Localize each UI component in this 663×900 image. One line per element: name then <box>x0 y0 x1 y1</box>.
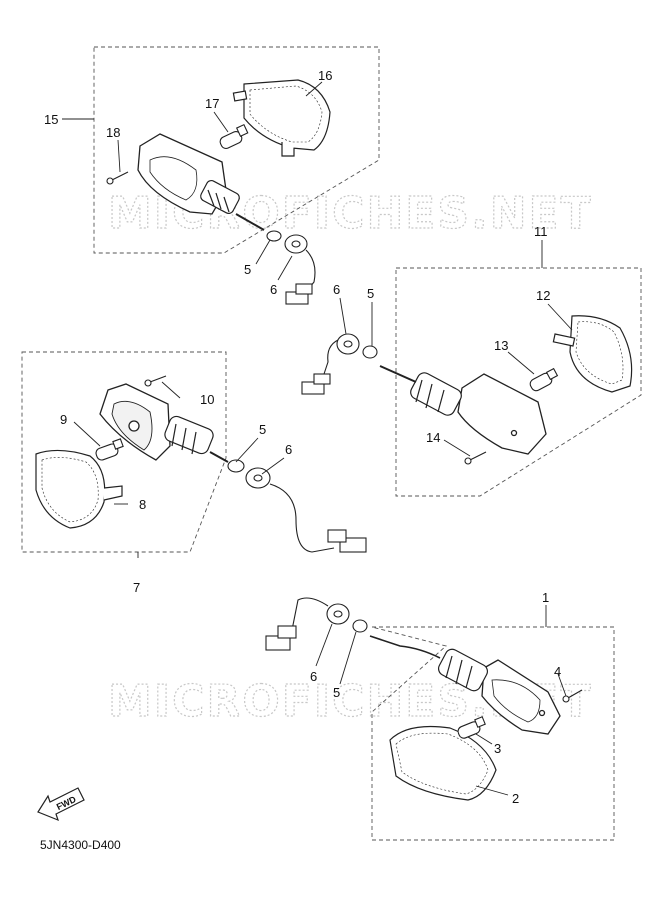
bulb-3 <box>457 716 486 739</box>
wiring-bottom <box>265 597 441 659</box>
group-box-1 <box>371 626 615 841</box>
screw-10 <box>144 375 167 387</box>
callout-12: 12 <box>536 288 550 303</box>
callout-9: 9 <box>60 412 67 427</box>
callout-15: 15 <box>44 112 58 127</box>
group-box-11 <box>395 267 642 497</box>
callout-2: 2 <box>512 791 519 806</box>
callout-18: 18 <box>106 125 120 140</box>
callout-5-right: 5 <box>367 286 374 301</box>
wiring-left <box>227 459 367 553</box>
callout-6-right: 6 <box>333 282 340 297</box>
callout-17: 17 <box>205 96 219 111</box>
callout-7: 7 <box>133 580 140 595</box>
housing-left <box>99 383 229 463</box>
callout-3: 3 <box>494 741 501 756</box>
lens-2 <box>389 725 497 801</box>
lens-12 <box>552 315 633 393</box>
callout-1: 1 <box>542 590 549 605</box>
callout-16: 16 <box>318 68 332 83</box>
callout-6-bottom: 6 <box>310 669 317 684</box>
screw-4 <box>562 689 583 703</box>
callout-labels: 16 17 18 15 5 6 11 12 13 14 6 5 10 9 8 7… <box>44 68 561 806</box>
housing-right <box>379 365 547 455</box>
callout-6-top: 6 <box>270 282 277 297</box>
callout-10: 10 <box>200 392 214 407</box>
screw-18 <box>106 171 129 185</box>
callout-4: 4 <box>554 664 561 679</box>
wiring-right <box>301 333 378 395</box>
callout-13: 13 <box>494 338 508 353</box>
lens-16 <box>232 79 331 157</box>
group-box-7 <box>21 351 227 553</box>
callout-8: 8 <box>139 497 146 512</box>
wiring-top <box>266 230 316 305</box>
group-box-15 <box>93 46 380 254</box>
housing-bottom <box>437 648 561 735</box>
lens-8 <box>35 449 123 529</box>
leader-lines <box>62 81 573 796</box>
callout-14: 14 <box>426 430 440 445</box>
bulb-9 <box>95 438 124 461</box>
group-boxes <box>21 46 642 841</box>
housing-top <box>137 133 265 231</box>
callout-5-top: 5 <box>244 262 251 277</box>
callout-6-left: 6 <box>285 442 292 457</box>
bulb-17 <box>219 123 249 149</box>
callout-5-bottom: 5 <box>333 685 340 700</box>
callout-5-left: 5 <box>259 422 266 437</box>
screw-14 <box>464 451 487 465</box>
bulb-13 <box>529 367 559 392</box>
diagram-code: 5JN4300-D400 <box>40 838 121 852</box>
fwd-arrow-icon: FWD <box>37 787 85 822</box>
callout-11: 11 <box>534 224 548 239</box>
